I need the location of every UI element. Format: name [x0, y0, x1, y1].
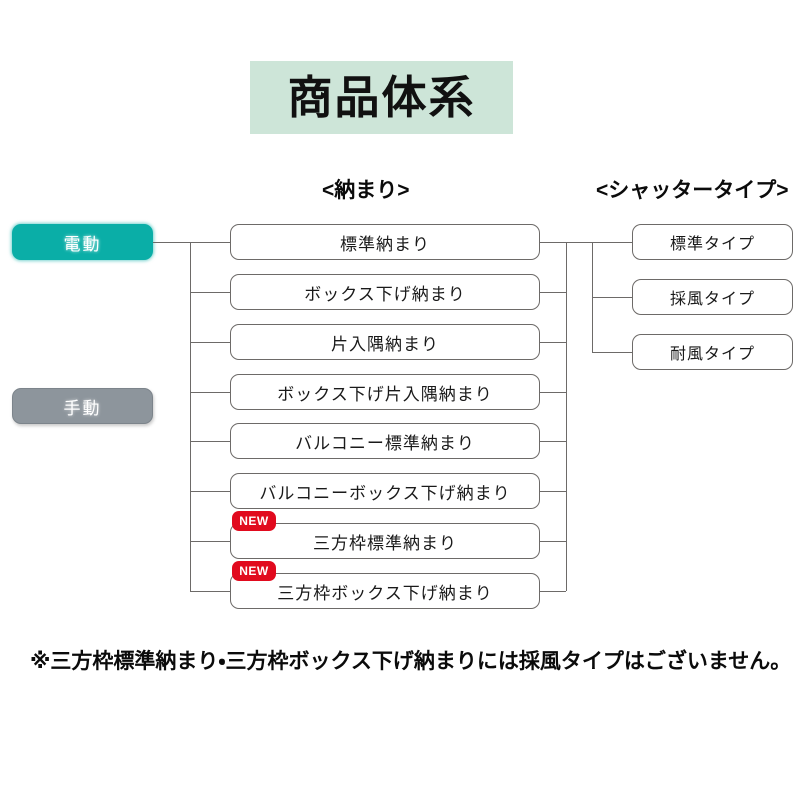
mode-button-shudou-label: 手動	[63, 398, 102, 418]
connector-collector-osamari	[566, 242, 567, 591]
new-badge-osamari-7-label: NEW	[239, 514, 269, 528]
connector-stub-shutter-2	[592, 297, 632, 298]
node-osamari-1-label: 標準納まり	[340, 234, 430, 254]
node-shutter-1-label: 標準タイプ	[669, 236, 755, 253]
node-osamari-3-label: 片入隅納まり	[331, 334, 439, 354]
node-osamari-2[interactable]: ボックス下げ納まり	[230, 274, 540, 310]
page-title: 商品体系	[287, 72, 476, 123]
connector-out-osamari-6	[540, 491, 566, 492]
connector-dendou-to-trunk	[153, 242, 190, 243]
connector-stub-osamari-5	[190, 441, 230, 442]
connector-out-osamari-3	[540, 342, 566, 343]
connector-out-osamari-2	[540, 292, 566, 293]
node-osamari-5[interactable]: バルコニー標準納まり	[230, 423, 540, 459]
node-osamari-5-label: バルコニー標準納まり	[295, 433, 475, 453]
connector-stub-shutter-1	[592, 242, 632, 243]
new-badge-osamari-8-label: NEW	[239, 564, 269, 578]
node-osamari-8-label: 三方枠ボックス下げ納まり	[277, 583, 493, 603]
connector-trunk-osamari	[190, 242, 191, 591]
node-osamari-4[interactable]: ボックス下げ片入隅納まり	[230, 374, 540, 410]
connector-stub-osamari-6	[190, 491, 230, 492]
footnote: ※三方枠標準納まり・三方枠ボックス下げ納まりには採風タイプはございません。	[30, 650, 792, 673]
connector-out-osamari-1	[540, 242, 566, 243]
node-osamari-7[interactable]: 三方枠標準納まり	[230, 523, 540, 559]
connector-out-osamari-4	[540, 392, 566, 393]
node-shutter-3[interactable]: 耐風タイプ	[632, 334, 793, 370]
node-osamari-2-label: ボックス下げ納まり	[304, 284, 466, 304]
node-osamari-6[interactable]: バルコニーボックス下げ納まり	[230, 473, 540, 509]
node-osamari-1[interactable]: 標準納まり	[230, 224, 540, 260]
mode-button-dendou-label: 電動	[63, 234, 102, 254]
new-badge-osamari-8: NEW	[232, 561, 276, 581]
mode-button-shudou[interactable]: 手動	[12, 388, 153, 424]
connector-stub-osamari-2	[190, 292, 230, 293]
connector-stub-osamari-3	[190, 342, 230, 343]
connector-stub-osamari-4	[190, 392, 230, 393]
connector-out-osamari-5	[540, 441, 566, 442]
node-shutter-3-label: 耐風タイプ	[669, 346, 755, 363]
node-shutter-2-label: 採風タイプ	[669, 291, 755, 308]
node-osamari-8[interactable]: 三方枠ボックス下げ納まり	[230, 573, 540, 609]
node-osamari-6-label: バルコニーボックス下げ納まり	[259, 483, 511, 503]
connector-out-osamari-7	[540, 541, 566, 542]
node-osamari-7-label: 三方枠標準納まり	[313, 533, 457, 553]
connector-stub-osamari-7	[190, 541, 230, 542]
node-shutter-1[interactable]: 標準タイプ	[632, 224, 793, 260]
column-header-shutter-type: <シャッタータイプ>	[596, 179, 789, 202]
connector-out-osamari-8	[540, 591, 566, 592]
connector-collector-to-shutter-trunk	[566, 242, 593, 243]
connector-stub-shutter-3	[592, 352, 632, 353]
page-title-box: 商品体系	[250, 61, 513, 134]
node-osamari-3[interactable]: 片入隅納まり	[230, 324, 540, 360]
node-osamari-4-label: ボックス下げ片入隅納まり	[277, 384, 493, 404]
column-header-osamari: <納まり>	[322, 179, 410, 202]
node-shutter-2[interactable]: 採風タイプ	[632, 279, 793, 315]
connector-stub-osamari-1	[190, 242, 230, 243]
mode-button-dendou[interactable]: 電動	[12, 224, 153, 260]
new-badge-osamari-7: NEW	[232, 511, 276, 531]
connector-stub-osamari-8	[190, 591, 230, 592]
